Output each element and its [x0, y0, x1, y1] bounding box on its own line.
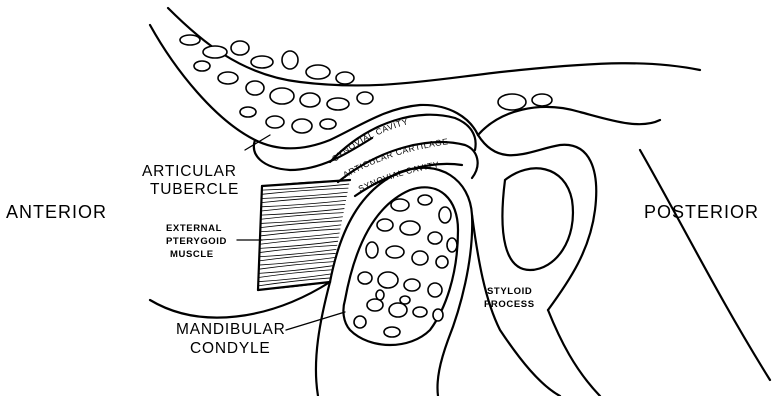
trabecula	[367, 299, 383, 311]
trabecula	[391, 199, 409, 211]
posterior-label: POSTERIOR	[644, 202, 759, 222]
mandibular-condyle-label-line2: CONDYLE	[190, 340, 271, 357]
external-pterygoid-label-line3: MUSCLE	[170, 249, 214, 260]
trabecula	[413, 307, 427, 317]
muscle-fiber	[258, 278, 331, 286]
muscle-fiber	[258, 270, 332, 278]
trabecula	[384, 327, 400, 337]
muscle-fiber	[259, 258, 335, 266]
posterior-structures	[472, 135, 770, 396]
muscle-fiber	[258, 274, 331, 282]
trabecula	[412, 251, 428, 265]
muscle-fiber	[259, 245, 337, 252]
trabecula	[386, 246, 404, 258]
articular-tubercle-label-line2: TUBERCLE	[150, 181, 239, 198]
muscle-fiber	[260, 237, 339, 244]
muscle-fiber	[260, 241, 338, 248]
articular-tubercle-label-line1: ARTICULAR	[142, 163, 237, 180]
trabecula	[428, 283, 442, 297]
trabecula	[358, 272, 372, 284]
trabecula	[428, 232, 442, 244]
trabecula	[400, 296, 410, 304]
trabecula	[404, 279, 420, 291]
trabecula	[439, 207, 451, 223]
trabecula	[389, 303, 407, 317]
muscle-fiber	[260, 229, 340, 236]
mandibular-condyle	[316, 168, 472, 396]
tubercle-trabeculae	[180, 35, 552, 133]
trabecula	[400, 221, 420, 235]
muscle-fiber	[259, 253, 335, 260]
trabecula	[376, 290, 384, 300]
external-pterygoid-muscle	[258, 180, 350, 290]
trabecula	[378, 272, 398, 288]
lower-anterior-contour	[150, 282, 330, 318]
trabecula	[436, 256, 448, 268]
styloid-process-label-line1: STYLOID	[487, 286, 532, 297]
trabecula	[433, 309, 443, 321]
trabecula	[377, 219, 393, 231]
trabecula	[366, 242, 378, 258]
trabecula	[447, 238, 457, 252]
mandibular-condyle-label-line1: MANDIBULAR	[176, 321, 286, 338]
articular-cartilage-layers: SYNOVIAL CAVITY ARTICULAR CARTILAGE SYNO…	[330, 115, 478, 196]
trabecula	[354, 316, 366, 328]
anterior-label: ANTERIOR	[6, 202, 107, 222]
styloid-process-label-line2: PROCESS	[484, 299, 535, 310]
trabecula	[418, 195, 432, 205]
muscle-fiber	[259, 266, 334, 274]
muscle-fiber	[259, 249, 336, 256]
muscle-fiber	[260, 233, 340, 240]
muscle-fiber	[259, 262, 334, 270]
external-pterygoid-label-line2: PTERYGOID	[166, 236, 227, 247]
external-pterygoid-label-line1: EXTERNAL	[166, 223, 222, 234]
